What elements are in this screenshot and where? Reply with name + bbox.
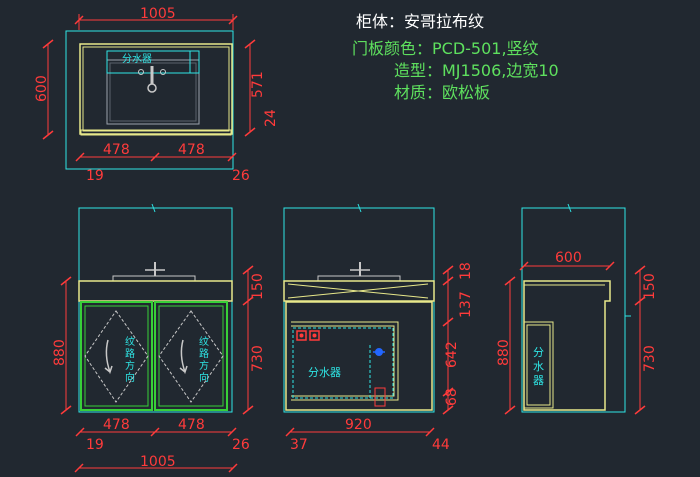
front-door-right-text-1: 纹 [199, 335, 209, 348]
side-height-dim: 880 [496, 339, 512, 366]
side-label-3: 器 [533, 374, 544, 387]
front-door-left-text-3: 方 [125, 359, 135, 372]
inner-left-gap-dim: 37 [290, 437, 308, 453]
front-top-band-dim: 150 [250, 273, 266, 300]
top-right-edge-dim: 26 [232, 168, 250, 184]
inner-middle-dim: 642 [444, 341, 460, 368]
top-depth-dim: 600 [34, 75, 50, 102]
front-door-right-text-2: 路 [199, 347, 209, 360]
front-left-edge-dim: 19 [86, 437, 104, 453]
inner-water-distributor-label: 分水器 [308, 366, 341, 379]
inner-upper-dim: 137 [458, 291, 474, 318]
front-half-right-dim: 478 [178, 417, 205, 433]
front-door-height-dim: 730 [250, 345, 266, 372]
front-door-left-text-1: 纹 [125, 335, 135, 348]
top-view: 1005 分水器 600 [34, 6, 279, 184]
side-top-band-dim: 150 [642, 273, 658, 300]
front-door-left-text-4: 向 [125, 371, 135, 384]
side-view: 600 分 水 器 880 150 730 [496, 203, 658, 415]
inner-view: 分水器 18 137 642 68 920 37 44 [283, 203, 474, 453]
front-half-left-dim: 478 [103, 417, 130, 433]
inner-right-gap-dim: 44 [432, 437, 450, 453]
top-water-distributor-label: 分水器 [122, 53, 152, 65]
note-cabinet: 柜体：安哥拉布纹 [356, 12, 485, 31]
inner-bottom-dim: 68 [444, 388, 460, 406]
side-depth-dim: 600 [555, 250, 582, 266]
side-label-1: 分 [533, 346, 544, 359]
side-door-height-dim: 730 [642, 345, 658, 372]
note-door-color: 门板颜色：PCD-501,竖纹 [352, 39, 539, 58]
top-width-dim: 1005 [140, 6, 176, 22]
front-view: 纹 路 方 向 纹 路 方 向 880 150 730 478 [52, 203, 266, 473]
top-left-edge-dim: 19 [86, 168, 104, 184]
front-height-dim: 880 [52, 339, 68, 366]
inner-top-gap-dim: 18 [458, 262, 474, 280]
front-door-right-text-3: 方 [199, 359, 209, 372]
top-inner-depth-dim: 571 [250, 71, 266, 98]
top-half-left-dim: 478 [103, 142, 130, 158]
note-material: 材质：欧松板 [394, 83, 491, 102]
front-door-left-text-2: 路 [125, 347, 135, 360]
note-style: 造型：MJ1506,边宽10 [394, 61, 559, 80]
top-half-right-dim: 478 [178, 142, 205, 158]
side-label-2: 水 [533, 360, 544, 373]
front-right-edge-dim: 26 [232, 437, 250, 453]
front-door-right-text-4: 向 [199, 371, 209, 384]
inner-width-dim: 920 [345, 417, 372, 433]
top-back-offset-dim: 24 [263, 109, 279, 127]
front-total-width-dim: 1005 [140, 454, 176, 470]
